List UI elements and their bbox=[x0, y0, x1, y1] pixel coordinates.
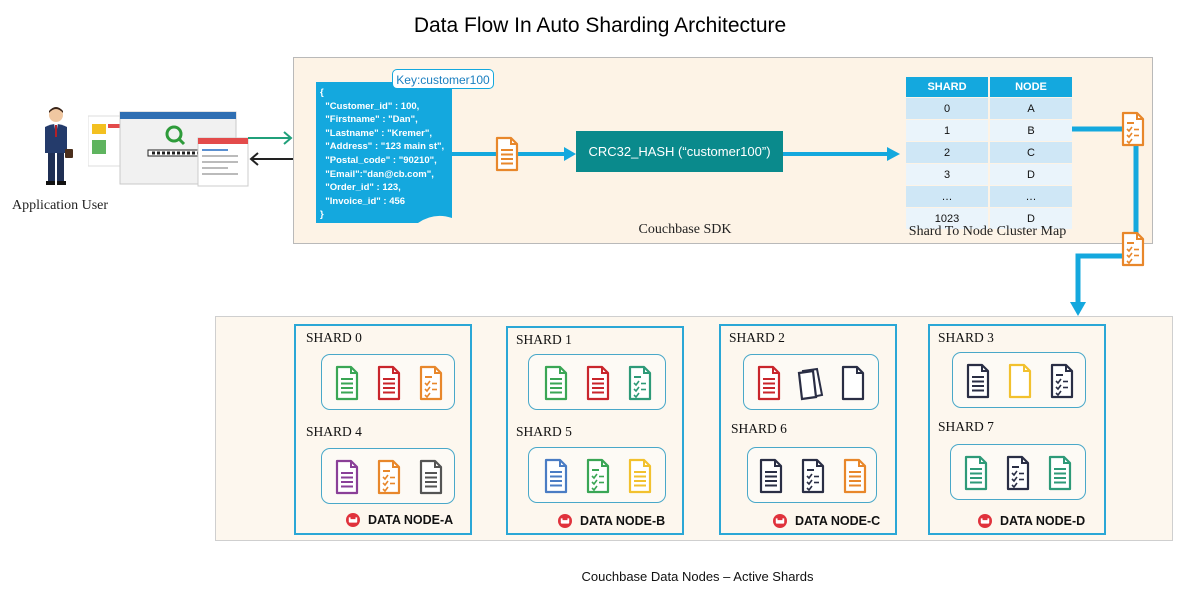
document-icon bbox=[543, 364, 569, 402]
json-document-text: { "Customer_id" : 100, "Firstname" : "Da… bbox=[320, 87, 445, 221]
shard-document-group bbox=[321, 448, 455, 504]
cluster-map-label: Shard To Node Cluster Map bbox=[908, 224, 1067, 239]
diagram-title: Data Flow In Auto Sharding Architecture bbox=[413, 14, 787, 37]
document-icon bbox=[1005, 454, 1031, 492]
application-window-icon bbox=[88, 111, 249, 187]
application-user-icon bbox=[45, 107, 73, 185]
map-cell-shard: 1023 bbox=[906, 208, 988, 229]
data-node-b: SHARD 1 SHARD 5 DATA NODE-B bbox=[506, 326, 684, 535]
document-icon bbox=[800, 457, 826, 495]
map-cell-shard: 3 bbox=[906, 164, 988, 185]
document-to-hash-arrow bbox=[452, 132, 576, 178]
cluster-map-header-shard: SHARD bbox=[906, 77, 988, 97]
data-node-name: DATA NODE-B bbox=[580, 514, 666, 528]
map-cell-node: … bbox=[990, 186, 1072, 207]
document-icon bbox=[842, 457, 868, 495]
routed-document-icon bbox=[1123, 113, 1143, 145]
shard-document-group bbox=[952, 352, 1086, 408]
shard-document-group bbox=[528, 354, 666, 410]
cluster-map-header-node: NODE bbox=[990, 77, 1072, 97]
document-icon bbox=[1049, 362, 1075, 400]
shard-document-group bbox=[950, 444, 1086, 500]
couchbase-logo-icon bbox=[558, 514, 572, 528]
shard-label: SHARD 7 bbox=[938, 419, 994, 434]
shard-label: SHARD 5 bbox=[516, 424, 572, 439]
document-icon bbox=[334, 458, 360, 496]
data-node-name: DATA NODE-D bbox=[1000, 514, 1086, 528]
shard-document-group bbox=[528, 447, 666, 503]
document-icon bbox=[585, 457, 611, 495]
key-document-icon bbox=[497, 138, 517, 170]
table-row: …… bbox=[906, 186, 1072, 207]
data-node-a: SHARD 0 SHARD 4 DATA NODE-A bbox=[294, 324, 472, 535]
document-icon bbox=[418, 364, 444, 402]
request-response-arrows bbox=[248, 131, 294, 166]
map-cell-shard: 0 bbox=[906, 98, 988, 119]
shard-label: SHARD 1 bbox=[516, 332, 572, 347]
document-icon bbox=[627, 364, 653, 402]
hash-function-box: CRC32_HASH (“customer100”) bbox=[576, 131, 783, 172]
data-node-d: SHARD 3 SHARD 7 DATA NODE-D bbox=[928, 324, 1106, 535]
document-stack-icon bbox=[796, 364, 824, 402]
document-icon bbox=[376, 458, 402, 496]
application-user-label: Application User bbox=[11, 198, 109, 213]
document-icon bbox=[758, 457, 784, 495]
shard-label: SHARD 6 bbox=[731, 421, 787, 436]
document-icon bbox=[965, 362, 991, 400]
data-node-c: SHARD 2 SHARD 6 DATA NODE-C bbox=[719, 324, 897, 535]
json-document-card bbox=[316, 82, 452, 223]
shard-label: SHARD 3 bbox=[938, 330, 994, 345]
shard-label: SHARD 2 bbox=[729, 330, 785, 345]
data-nodes-caption: Couchbase Data Nodes – Active Shards bbox=[581, 569, 814, 584]
map-cell-node: D bbox=[990, 164, 1072, 185]
shard-document-group bbox=[743, 354, 879, 410]
shard-label: SHARD 4 bbox=[306, 424, 362, 439]
data-node-name: DATA NODE-A bbox=[368, 513, 454, 527]
couchbase-sdk-label: Couchbase SDK bbox=[638, 222, 732, 237]
document-icon bbox=[376, 364, 402, 402]
document-icon bbox=[1007, 362, 1033, 400]
couchbase-logo-icon bbox=[346, 513, 360, 527]
map-cell-shard: 1 bbox=[906, 120, 988, 141]
document-icon bbox=[963, 454, 989, 492]
shard-document-group bbox=[747, 447, 877, 503]
document-icon bbox=[334, 364, 360, 402]
map-cell-node: B bbox=[990, 120, 1072, 141]
document-icon bbox=[1047, 454, 1073, 492]
document-icon bbox=[585, 364, 611, 402]
document-icon bbox=[756, 364, 782, 402]
document-icon bbox=[840, 364, 866, 402]
data-node-name: DATA NODE-C bbox=[795, 514, 881, 528]
map-cell-node: D bbox=[990, 208, 1072, 229]
map-cell-shard: … bbox=[906, 186, 988, 207]
shard-document-group bbox=[321, 354, 455, 410]
routed-document-icon bbox=[1123, 233, 1143, 265]
document-icon bbox=[627, 457, 653, 495]
hash-to-map-arrow bbox=[783, 147, 900, 161]
document-key-tag: Key:customer100 bbox=[392, 69, 494, 89]
couchbase-logo-icon bbox=[978, 514, 992, 528]
map-to-node-arrow bbox=[1070, 108, 1160, 316]
document-icon bbox=[543, 457, 569, 495]
document-icon bbox=[418, 458, 444, 496]
map-cell-shard: 2 bbox=[906, 142, 988, 163]
shard-label: SHARD 0 bbox=[306, 330, 362, 345]
map-cell-node: C bbox=[990, 142, 1072, 163]
couchbase-logo-icon bbox=[773, 514, 787, 528]
map-cell-node: A bbox=[990, 98, 1072, 119]
